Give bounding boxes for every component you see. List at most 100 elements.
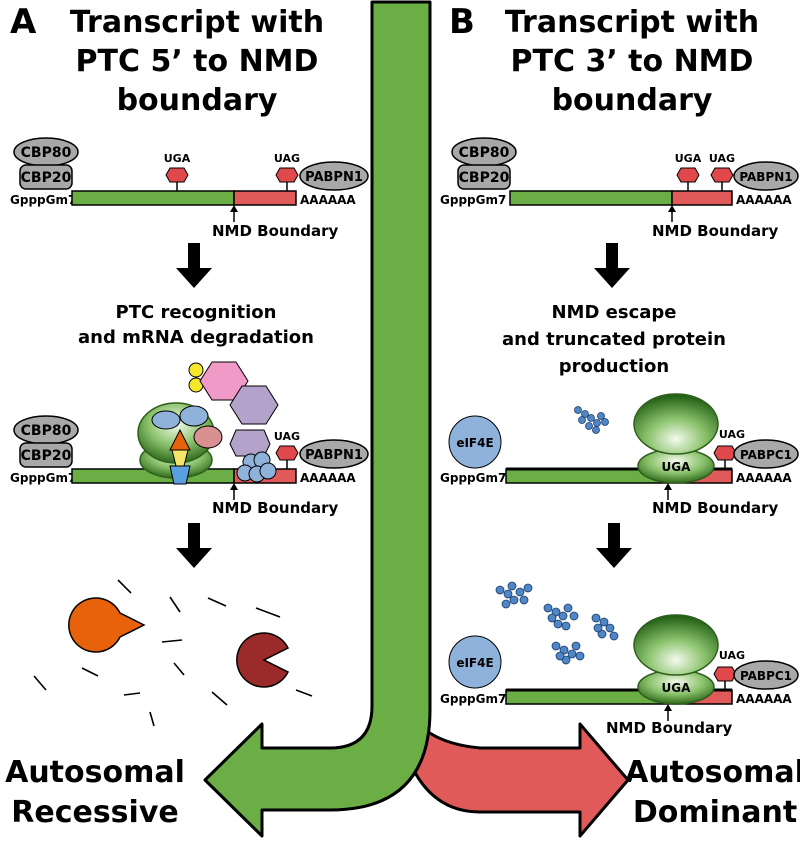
panel-b-outcome-line2: Dominant [633,795,797,830]
panel-b-outcome: Autosomal Dominant [625,755,800,830]
exonuclease-orange-icon [68,597,146,653]
panel-b-step-label: NMD escape and truncated protein product… [502,302,726,377]
pabpc1-label: PABPC1 [740,448,792,462]
stop-codon-icon [275,167,299,183]
ribosome-codon-label: UGA [662,460,692,474]
uga-label: UGA [675,152,702,165]
stop-codon-icon [713,445,737,461]
panel-b-transcript-3: eIF4E GpppGm7 UGA UAG PABPC1 AAAAAA NMD … [440,581,799,737]
truncated-protein-icon [543,603,579,631]
exonuclease-maroon-icon [236,632,290,688]
uag-label: UAG [709,152,735,165]
uag-label: UAG [274,152,300,165]
stop-codon-icon [710,167,734,183]
dominant-arrow [403,698,630,838]
eif4e-circle [448,415,502,469]
cbp20-label: CBP20 [459,170,510,186]
panel-a-title-line1: Transcript with [70,5,324,40]
uag-label: UAG [719,428,745,441]
stop-codon-icon [676,167,700,183]
panel-b-step-line2: and truncated protein [502,329,726,350]
mrna-red-segment [233,190,297,206]
truncated-protein-icon [495,581,533,609]
upf-purple-hex-icon [229,385,279,425]
panel-a-letter: A [10,2,37,42]
pabpc1-pill [733,439,799,469]
cap-label: GpppGm7 [440,471,506,485]
down-arrow-icon [176,523,212,568]
truncated-protein-icon [574,406,609,434]
polya-label: AAAAAA [736,471,792,485]
mrna-green-segment [71,190,235,206]
pabpn1-pill [733,161,799,191]
ribosome-large-subunit [633,393,719,455]
boundary-arrow-icon [664,704,672,711]
panel-a-step-label: PTC recognition and mRNA degradation [78,302,314,348]
panel-b-step-line3: production [559,356,669,377]
panel-a-title-line3: boundary [117,83,278,118]
panel-a-transcript-1: CBP80 CBP20 GpppGm7 UGA UAG PABPN1 AAAAA… [10,137,369,240]
panel-b-title-line1: Transcript with [505,5,759,40]
panel-b-letter: B [449,2,475,42]
pabpn1-label: PABPN1 [739,170,792,184]
factor-blue-icon [151,410,181,430]
cap-label: GpppGm7 [440,692,506,706]
panel-a-outcome: Autosomal Recessive [5,755,185,830]
boundary-label: NMD Boundary [212,499,339,517]
boundary-label: NMD Boundary [652,499,779,517]
panel-a-title: Transcript with PTC 5’ to NMD boundary [70,5,324,118]
boundary-arrow-icon [230,205,238,212]
panel-a-outcome-line2: Recessive [11,795,178,830]
cbp20-box [19,442,73,468]
uag-label: UAG [274,430,300,443]
recessive-arrow [203,0,432,838]
factor-blue-icon [179,405,209,427]
panel-b-title-line2: PTC 3’ to NMD [511,44,754,79]
pabpn1-pill [299,161,369,191]
stop-codon-icon [275,445,299,461]
cap-label: GpppGm7 [10,471,76,485]
panel-b-title-line3: boundary [552,83,713,118]
cbp20-box [457,164,511,190]
cbp80-label: CBP80 [21,423,72,439]
panel-b-transcript-2: eIF4E GpppGm7 UGA UAG PABPC1 AAAAAA NMD … [440,393,799,517]
cbp20-label: CBP20 [21,170,72,186]
panel-a-step-line1: PTC recognition [116,302,277,323]
boundary-label: NMD Boundary [212,222,339,240]
pabpn1-label: PABPN1 [305,170,363,185]
eif4e-label: eIF4E [456,656,493,670]
upf-yellow-icon [188,362,204,378]
panel-b-transcript-1: CBP80 CBP20 GpppGm7 UGA UAG PABPN1 AAAAA… [440,137,799,240]
cbp20-label: CBP20 [21,448,72,464]
polya-label: AAAAAA [300,471,356,485]
down-arrow-icon [176,243,212,288]
pabpc1-pill [733,660,799,690]
cbp80-label: CBP80 [21,145,72,161]
truncated-protein-icon [551,641,585,665]
down-arrow-icon [596,523,632,568]
factor-blue-hex-icon [169,465,191,485]
stop-codon-icon [165,167,189,183]
panel-a-step-line2: and mRNA degradation [78,327,314,348]
cbp20-box [19,164,73,190]
panel-b-outcome-line1: Autosomal [625,755,800,790]
mrna-degradation [33,579,313,727]
panel-a-transcript-2: CBP80 CBP20 GpppGm7 UAG PABPN1 AAA [10,361,369,517]
uga-label: UGA [164,152,191,165]
boundary-arrow-icon [668,205,676,212]
cap-label: GpppGm7 [440,193,506,207]
polya-label: AAAAAA [736,193,792,207]
ejc-icon [259,462,277,480]
eif4e-circle [448,635,502,689]
polya-label: AAAAAA [300,193,356,207]
ribosome-codon-label: UGA [662,681,692,695]
panel-a-title-line2: PTC 5’ to NMD [76,44,319,79]
mrna-red-segment [671,190,733,206]
boundary-arrow-icon [230,483,238,490]
panel-a-outcome-line1: Autosomal [5,755,185,790]
uag-label: UAG [719,649,745,662]
stop-codon-icon [713,666,737,682]
truncated-protein-icon [591,613,619,641]
pabpn1-label: PABPN1 [305,448,363,463]
